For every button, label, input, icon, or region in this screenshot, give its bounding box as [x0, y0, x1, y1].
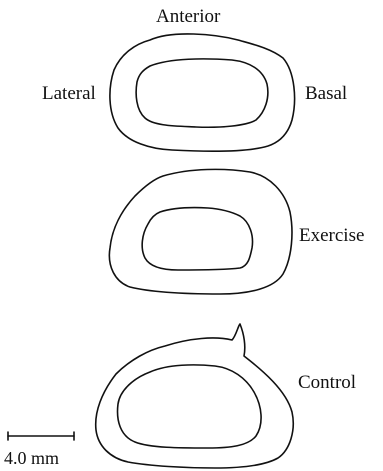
basal-outer-contour: [110, 34, 295, 151]
exercise-inner-contour: [142, 208, 252, 270]
label-basal: Basal: [305, 84, 347, 103]
basal-inner-contour: [136, 59, 268, 127]
label-control: Control: [298, 373, 356, 392]
control-inner-contour: [118, 365, 262, 448]
label-lateral: Lateral: [42, 84, 96, 103]
control-section: [96, 324, 294, 468]
label-exercise: Exercise: [299, 226, 364, 245]
control-outer-contour: [96, 324, 294, 468]
scale-bar-label: 4.0 mm: [4, 449, 59, 467]
exercise-section: [109, 169, 292, 294]
label-anterior: Anterior: [156, 7, 220, 26]
exercise-outer-contour: [109, 169, 292, 294]
scale-bar: [8, 432, 74, 440]
basal-section: [110, 34, 295, 151]
